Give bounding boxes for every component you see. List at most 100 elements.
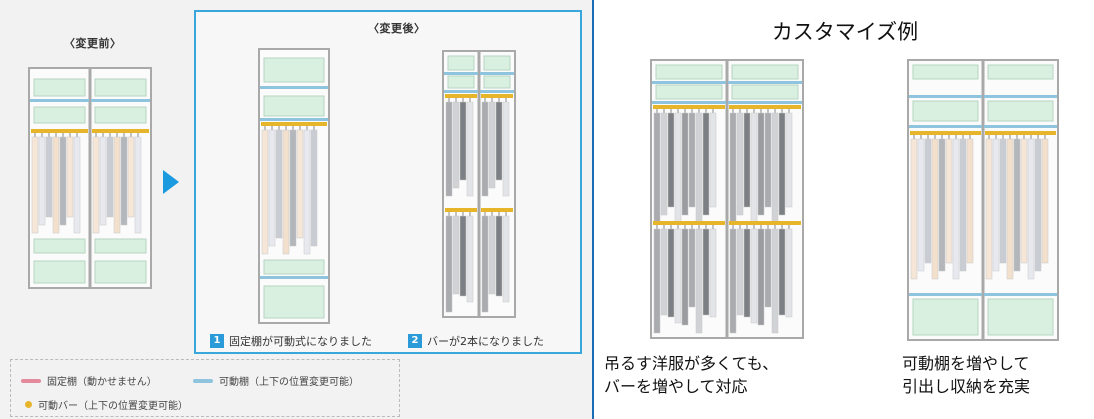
- garment: [296, 129, 304, 239]
- garment: [488, 215, 496, 295]
- hanging-bar: [481, 94, 513, 98]
- garment: [764, 228, 772, 308]
- garment: [999, 138, 1007, 264]
- garment: [910, 138, 918, 280]
- garment: [59, 136, 67, 226]
- storage-box: [263, 95, 325, 117]
- movable-shelf: [909, 125, 982, 128]
- movable-shelf: [652, 101, 726, 104]
- garment: [466, 215, 474, 303]
- caption-2: 可動棚を増やして 引出し収納を充実: [902, 352, 1030, 398]
- closet-before: [28, 67, 152, 289]
- movable-shelf: [444, 90, 478, 93]
- garment: [502, 101, 510, 197]
- garment: [959, 138, 967, 272]
- hanging-bar: [261, 122, 327, 126]
- garment: [445, 215, 453, 313]
- garment: [1006, 138, 1014, 280]
- after-heading: 〈変更後〉: [368, 22, 426, 35]
- garment: [1041, 138, 1049, 264]
- garment: [667, 112, 675, 208]
- movable-shelf: [260, 118, 328, 121]
- garment: [764, 112, 772, 208]
- before-heading: 〈変更前〉: [64, 37, 122, 50]
- legend: 固定棚（動かせません） 可動棚（上下の位置変更可能） 可動バー（上下の位置変更可…: [10, 359, 400, 417]
- garment: [1027, 138, 1035, 280]
- garment: [495, 101, 503, 181]
- storage-box: [263, 259, 325, 275]
- garment: [495, 215, 503, 297]
- storage-box: [483, 75, 511, 89]
- note-2: 2 バーが2本になりました: [408, 333, 544, 349]
- storage-box: [94, 238, 147, 254]
- hanging-bar: [92, 129, 149, 133]
- storage-box: [912, 298, 979, 336]
- garment: [785, 112, 793, 208]
- storage-box: [447, 75, 475, 89]
- garment: [681, 228, 689, 326]
- garment: [303, 129, 311, 255]
- garment: [992, 138, 1000, 272]
- hanging-bar: [445, 208, 477, 212]
- garment: [310, 129, 318, 247]
- note-2-text: バーが2本になりました: [427, 335, 544, 348]
- garment: [113, 136, 121, 234]
- garment: [653, 112, 661, 224]
- hanging-bar: [729, 105, 801, 109]
- garment: [688, 228, 696, 308]
- left-panel: 〈変更前〉 〈変更後〉 1 固定棚が可動式になりました 2 バーが2本になりまし…: [0, 0, 592, 419]
- garment: [931, 138, 939, 280]
- note-1-text: 固定棚が可動式になりました: [229, 335, 372, 348]
- bar-dot-icon: [25, 401, 32, 408]
- storage-box: [33, 260, 86, 284]
- garment: [134, 136, 142, 234]
- caption-1-line-1: 吊るす洋服が多くても、: [604, 354, 779, 373]
- garment: [660, 228, 668, 316]
- garment: [452, 215, 460, 295]
- garment: [106, 136, 114, 218]
- movable-shelf: [652, 81, 726, 84]
- garment: [702, 228, 710, 316]
- garment: [120, 136, 128, 226]
- garment: [502, 215, 510, 303]
- garment: [702, 112, 710, 216]
- garment: [38, 136, 46, 226]
- garment: [1020, 138, 1028, 264]
- garment: [729, 112, 737, 224]
- caption-2-line-1: 可動棚を増やして: [902, 354, 1030, 373]
- garment: [778, 228, 786, 316]
- storage-box: [987, 64, 1054, 80]
- garment: [452, 101, 460, 189]
- storage-box: [912, 64, 979, 80]
- garment: [73, 136, 81, 234]
- storage-box: [987, 100, 1054, 122]
- garment: [736, 112, 744, 216]
- movable-shelf: [909, 95, 982, 98]
- storage-box: [263, 285, 325, 319]
- garment: [743, 228, 751, 318]
- garment: [709, 228, 717, 318]
- garment: [92, 136, 100, 234]
- garment: [771, 112, 779, 224]
- storage-box: [447, 55, 475, 71]
- garment: [757, 112, 765, 216]
- garment: [261, 129, 269, 255]
- caption-1: 吊るす洋服が多くても、 バーを増やして対応: [604, 352, 778, 398]
- legend-fixed-label: 固定棚（動かせません）: [47, 377, 157, 388]
- closet-after-1: [258, 48, 330, 324]
- closet-after-2: [442, 50, 516, 318]
- garment: [445, 101, 453, 197]
- hanging-bar: [653, 105, 725, 109]
- storage-box: [263, 57, 325, 83]
- movable-shelf: [728, 81, 802, 84]
- garment: [917, 138, 925, 272]
- garment: [289, 129, 297, 247]
- garment: [66, 136, 74, 218]
- legend-bar-label: 可動バー（上下の位置変更可能）: [38, 401, 188, 412]
- garment: [660, 112, 668, 216]
- storage-box: [987, 298, 1054, 336]
- garment: [667, 228, 675, 318]
- movable-shelf: [984, 125, 1057, 128]
- storage-box: [731, 64, 799, 80]
- garment: [674, 228, 682, 324]
